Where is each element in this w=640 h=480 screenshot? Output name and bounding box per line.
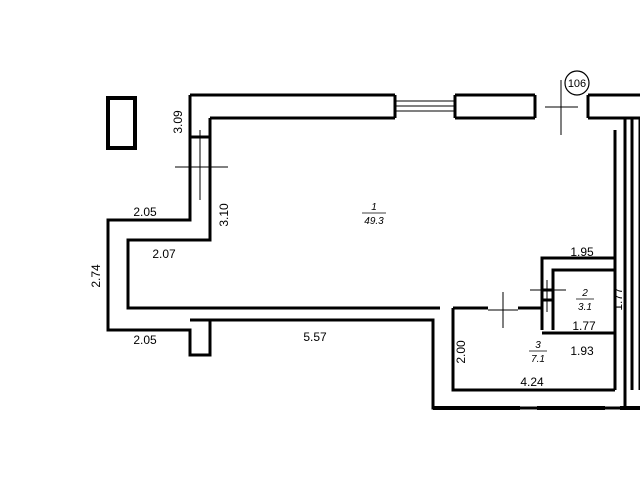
top-window bbox=[395, 100, 455, 112]
dim-room3-height: 2.00 bbox=[454, 340, 468, 364]
dim-passage-height: 3.10 bbox=[217, 203, 231, 227]
door-markers bbox=[175, 80, 578, 328]
dim-small-room-inner: 1.77 bbox=[572, 319, 596, 333]
dim-small-room-right: 1.77 bbox=[611, 287, 625, 311]
room-1-area: 49.3 bbox=[364, 216, 384, 227]
room-3-label: 3 7.1 bbox=[529, 340, 547, 365]
dim-small-room-bottom: 1.93 bbox=[570, 344, 594, 358]
dim-top-wall-height: 3.09 bbox=[171, 110, 185, 134]
dim-left-step-top: 2.05 bbox=[133, 205, 157, 219]
room-1-number: 1 bbox=[371, 202, 377, 213]
room-2-area: 3.1 bbox=[578, 302, 592, 313]
room-2-number: 2 bbox=[581, 288, 588, 299]
room-3-number: 3 bbox=[535, 340, 541, 351]
room-1-label: 1 49.3 bbox=[362, 202, 386, 227]
dim-left-height: 2.74 bbox=[89, 264, 103, 288]
dim-inner-left-width: 2.07 bbox=[152, 247, 176, 261]
dimension-labels: 3.09 3.10 2.05 2.74 2.07 2.05 5.57 1.95 … bbox=[89, 110, 625, 389]
dim-bottom-wall-length: 5.57 bbox=[303, 330, 327, 344]
building-number-badge: 106 bbox=[564, 70, 590, 96]
building-number-circle bbox=[564, 70, 590, 96]
building-number: 106 bbox=[568, 78, 586, 90]
dim-left-step-bottom: 2.05 bbox=[133, 333, 157, 347]
room-2-label: 2 3.1 bbox=[576, 288, 594, 313]
dim-small-room-top: 1.95 bbox=[570, 245, 594, 259]
dim-room3-width: 4.24 bbox=[520, 375, 544, 389]
exterior-walls bbox=[106, 93, 640, 410]
room-3-area: 7.1 bbox=[531, 354, 545, 365]
column-block bbox=[106, 96, 137, 150]
